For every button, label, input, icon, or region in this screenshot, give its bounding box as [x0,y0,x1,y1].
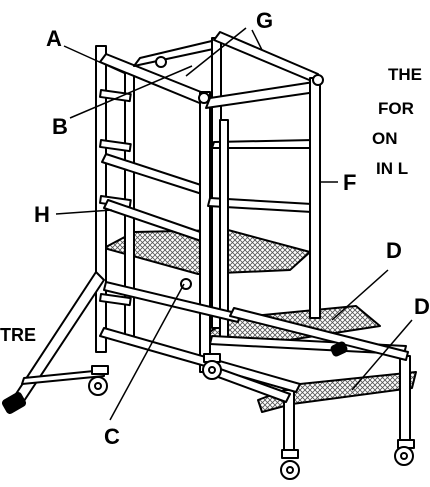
top-guardrail-back [133,39,219,67]
step-upright-right [399,355,411,443]
mid-rail [101,153,205,195]
label-outrigger-fragment: TRE [0,325,36,345]
castor-wheel [280,449,300,480]
label-g: G [256,8,274,33]
leader-c [109,283,185,421]
label-c: C [104,424,120,449]
note-line-3: ON [372,129,398,148]
upright-right-f [309,77,321,319]
upright-front-centre [199,91,211,373]
label-b: B [52,114,68,139]
label-d-lower: D [414,294,430,319]
note-line-4: IN L [376,159,409,178]
leader-d1 [331,269,389,321]
label-f: F [343,170,357,195]
leader-a [63,45,127,75]
castor-wheel [88,365,109,396]
top-guardrail-right [213,31,319,83]
leader-d2 [351,319,413,391]
label-a: A [46,26,62,51]
note-line-2: FOR [378,99,414,118]
leader-h [55,209,113,215]
castor-wheel [394,439,415,466]
leader-b [69,65,193,119]
label-h: H [34,202,50,227]
label-d-upper: D [386,238,402,263]
outrigger-foot [1,392,27,414]
leader-g2 [251,29,263,51]
leader-g1 [185,27,247,77]
castor-wheel [202,353,222,380]
note-line-1: THE [388,65,422,84]
